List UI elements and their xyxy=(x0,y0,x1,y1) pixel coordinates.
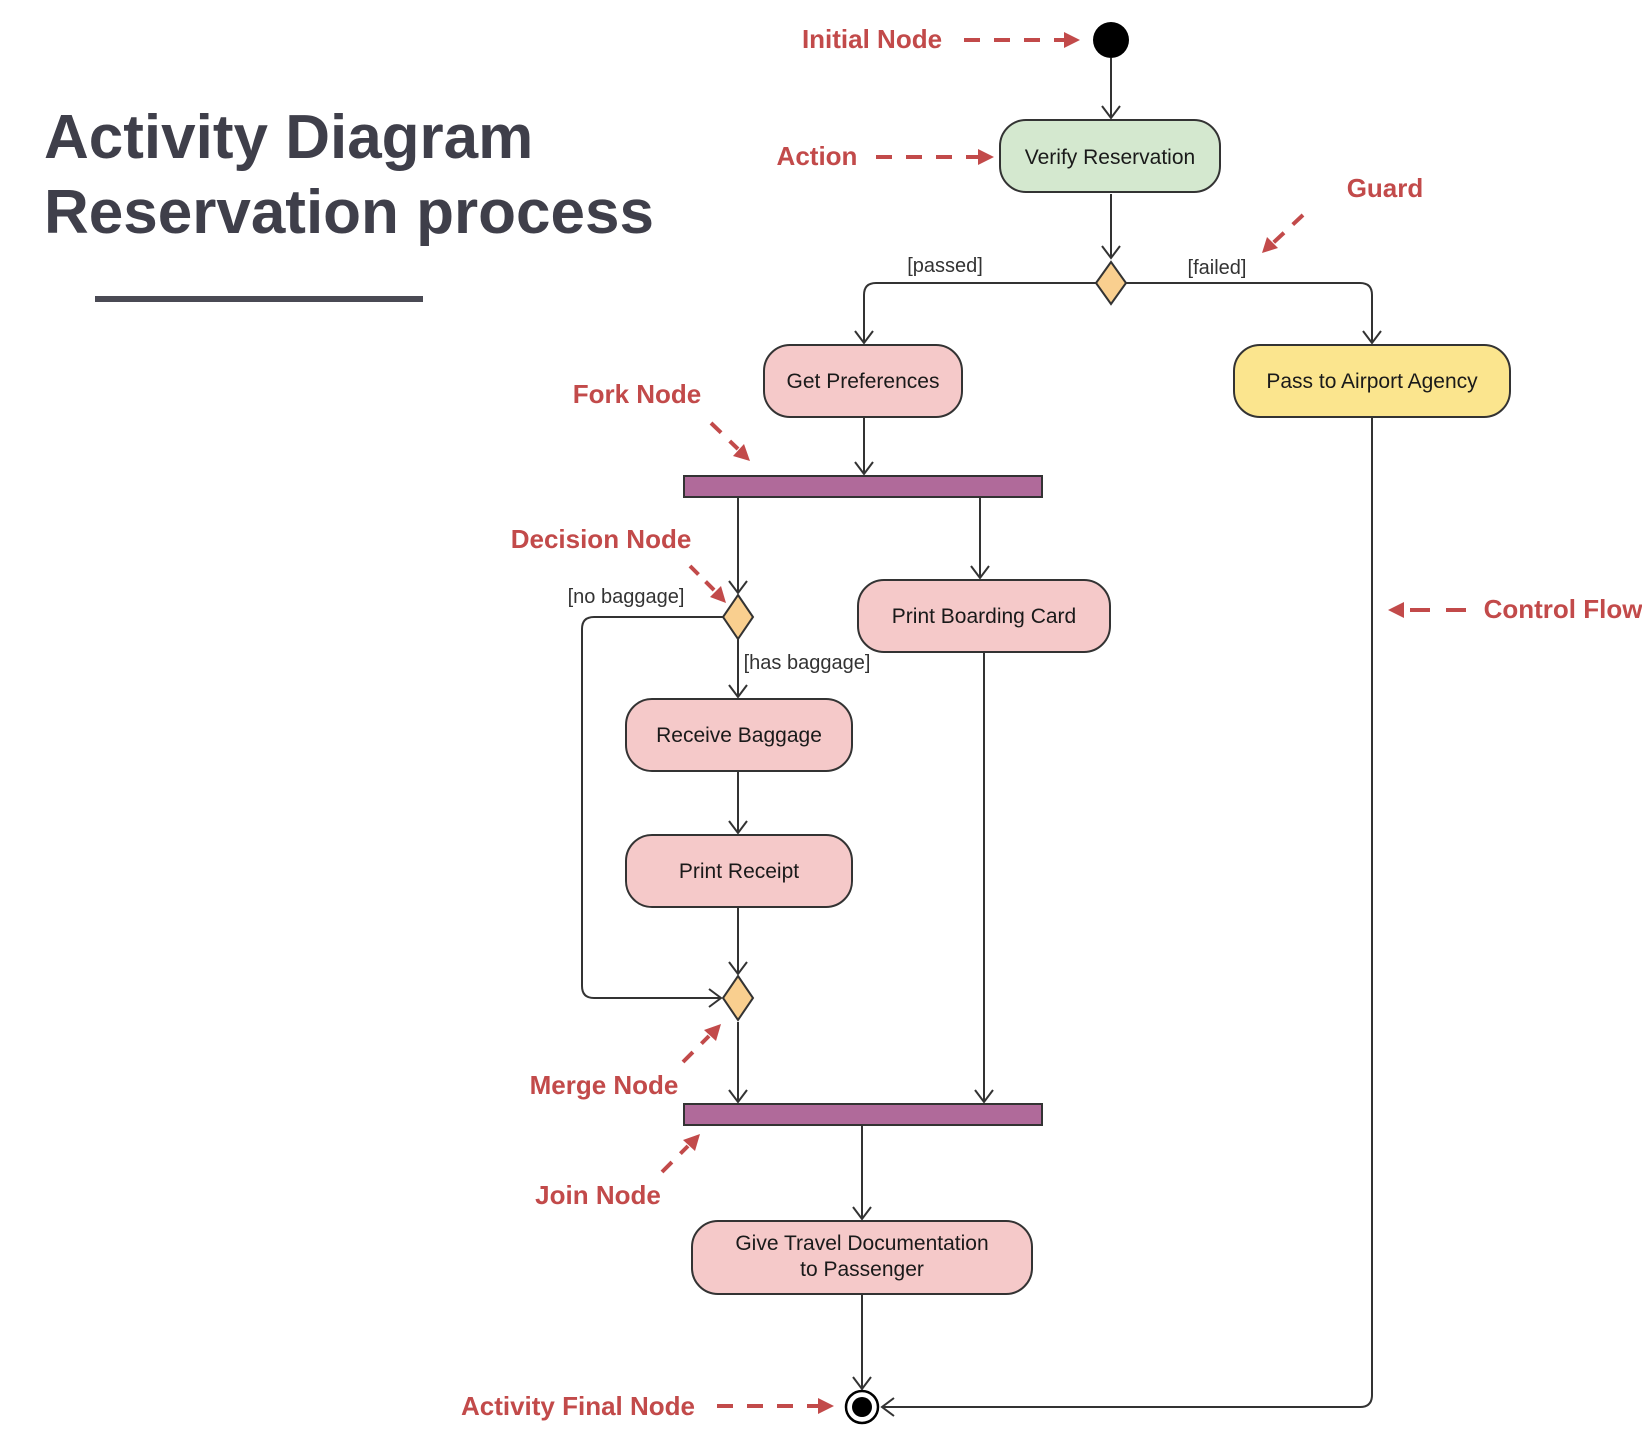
annotation-arrow-line xyxy=(681,1034,711,1064)
annotation-arrowhead xyxy=(1064,32,1080,48)
arrowhead xyxy=(852,1206,872,1221)
annotation-arrowhead xyxy=(978,149,994,165)
arrowhead xyxy=(728,1089,748,1104)
guard-passed: [passed] xyxy=(907,255,983,277)
flow-decision-to-agency xyxy=(1126,282,1373,343)
annotation-action: Action xyxy=(777,141,994,171)
action-get-preferences: Get Preferences xyxy=(763,344,963,418)
arrowhead xyxy=(880,1397,895,1417)
flow-no-baggage xyxy=(581,616,723,999)
arrowhead xyxy=(1101,105,1121,120)
action-print-receipt: Print Receipt xyxy=(625,834,853,908)
merge-node xyxy=(721,974,755,1022)
action-print-boarding-card: Print Boarding Card xyxy=(857,579,1111,653)
annotation-arrowhead xyxy=(733,444,750,461)
annotation-label: Initial Node xyxy=(802,24,942,54)
title-line-2: Reservation process xyxy=(44,178,654,247)
arrowhead xyxy=(728,684,748,699)
annotation-label: Guard xyxy=(1347,173,1424,203)
annotation-merge-node: Merge Node xyxy=(530,1024,721,1100)
action-label: Receive Baggage xyxy=(656,724,822,747)
join-node-bar xyxy=(683,1103,1043,1126)
annotation-label: Join Node xyxy=(535,1180,661,1210)
guard-no-baggage: [no baggage] xyxy=(568,586,685,608)
arrowhead xyxy=(728,820,748,835)
annotation-arrowhead xyxy=(1262,237,1278,253)
annotation-arrow-line xyxy=(660,1144,690,1174)
action-pass-to-airport-agency: Pass to Airport Agency xyxy=(1233,344,1511,418)
annotation-label: Action xyxy=(777,141,858,171)
annotation-arrowhead xyxy=(710,586,726,603)
initial-node xyxy=(1093,22,1129,58)
arrowhead xyxy=(852,1376,872,1391)
guard-failed: [failed] xyxy=(1188,257,1247,279)
arrowhead xyxy=(708,988,723,1008)
arrowhead xyxy=(974,1089,994,1104)
annotation-initial-node: Initial Node xyxy=(802,24,1080,54)
title-line-1: Activity Diagram xyxy=(44,103,534,172)
flow-agency-to-final xyxy=(882,418,1373,1408)
annotation-control-flow: Control Flow xyxy=(1388,594,1642,624)
annotation-decision-node: Decision Node xyxy=(511,524,726,603)
decision-node-baggage xyxy=(721,593,755,641)
annotation-label: Control Flow xyxy=(1484,594,1642,624)
arrowhead xyxy=(970,565,990,580)
activity-final-node xyxy=(844,1389,880,1425)
annotation-label: Fork Node xyxy=(573,379,702,409)
annotation-label: Merge Node xyxy=(530,1070,679,1100)
action-label: Pass to Airport Agency xyxy=(1266,370,1478,393)
annotation-arrowhead xyxy=(818,1398,834,1414)
annotation-label: Activity Final Node xyxy=(461,1391,695,1421)
flow-decision-to-get-preferences xyxy=(863,282,1096,343)
annotation-arrow-line xyxy=(709,421,740,451)
action-label: Print Boarding Card xyxy=(892,605,1076,628)
arrowhead xyxy=(728,961,748,976)
annotation-label: Decision Node xyxy=(511,524,692,554)
arrowhead xyxy=(854,461,874,476)
annotation-guard: Guard xyxy=(1262,173,1423,253)
annotation-join-node: Join Node xyxy=(535,1134,700,1210)
annotation-arrow-line xyxy=(1271,213,1305,245)
title-underline xyxy=(95,296,423,302)
action-label: Verify Reservation xyxy=(1025,146,1195,169)
annotation-activity-final-node: Activity Final Node xyxy=(461,1391,834,1421)
arrowhead xyxy=(1101,245,1121,260)
guard-has-baggage: [has baggage] xyxy=(744,652,871,674)
control-flows xyxy=(581,58,1382,1417)
action-verify-reservation: Verify Reservation xyxy=(999,119,1221,193)
annotation-arrowhead xyxy=(704,1024,721,1041)
action-give-travel-documentation: Give Travel Documentation to Passenger xyxy=(691,1220,1033,1295)
action-receive-baggage: Receive Baggage xyxy=(625,698,853,772)
decision-node-verify xyxy=(1094,260,1128,306)
annotation-fork-node: Fork Node xyxy=(573,379,750,461)
action-label: Print Receipt xyxy=(679,860,799,883)
annotation-arrowhead xyxy=(1388,602,1404,618)
arrowhead xyxy=(854,330,874,345)
action-label-line-2: to Passenger xyxy=(800,1258,924,1281)
annotation-arrowhead xyxy=(683,1134,700,1151)
action-label-line-1: Give Travel Documentation xyxy=(735,1232,988,1255)
arrowhead xyxy=(1362,330,1382,345)
action-label: Get Preferences xyxy=(787,370,940,393)
arrowhead xyxy=(728,580,748,595)
page-title: Activity Diagram Reservation process xyxy=(44,100,654,250)
annotation-arrow-line xyxy=(688,564,717,593)
fork-node-bar xyxy=(683,475,1043,498)
